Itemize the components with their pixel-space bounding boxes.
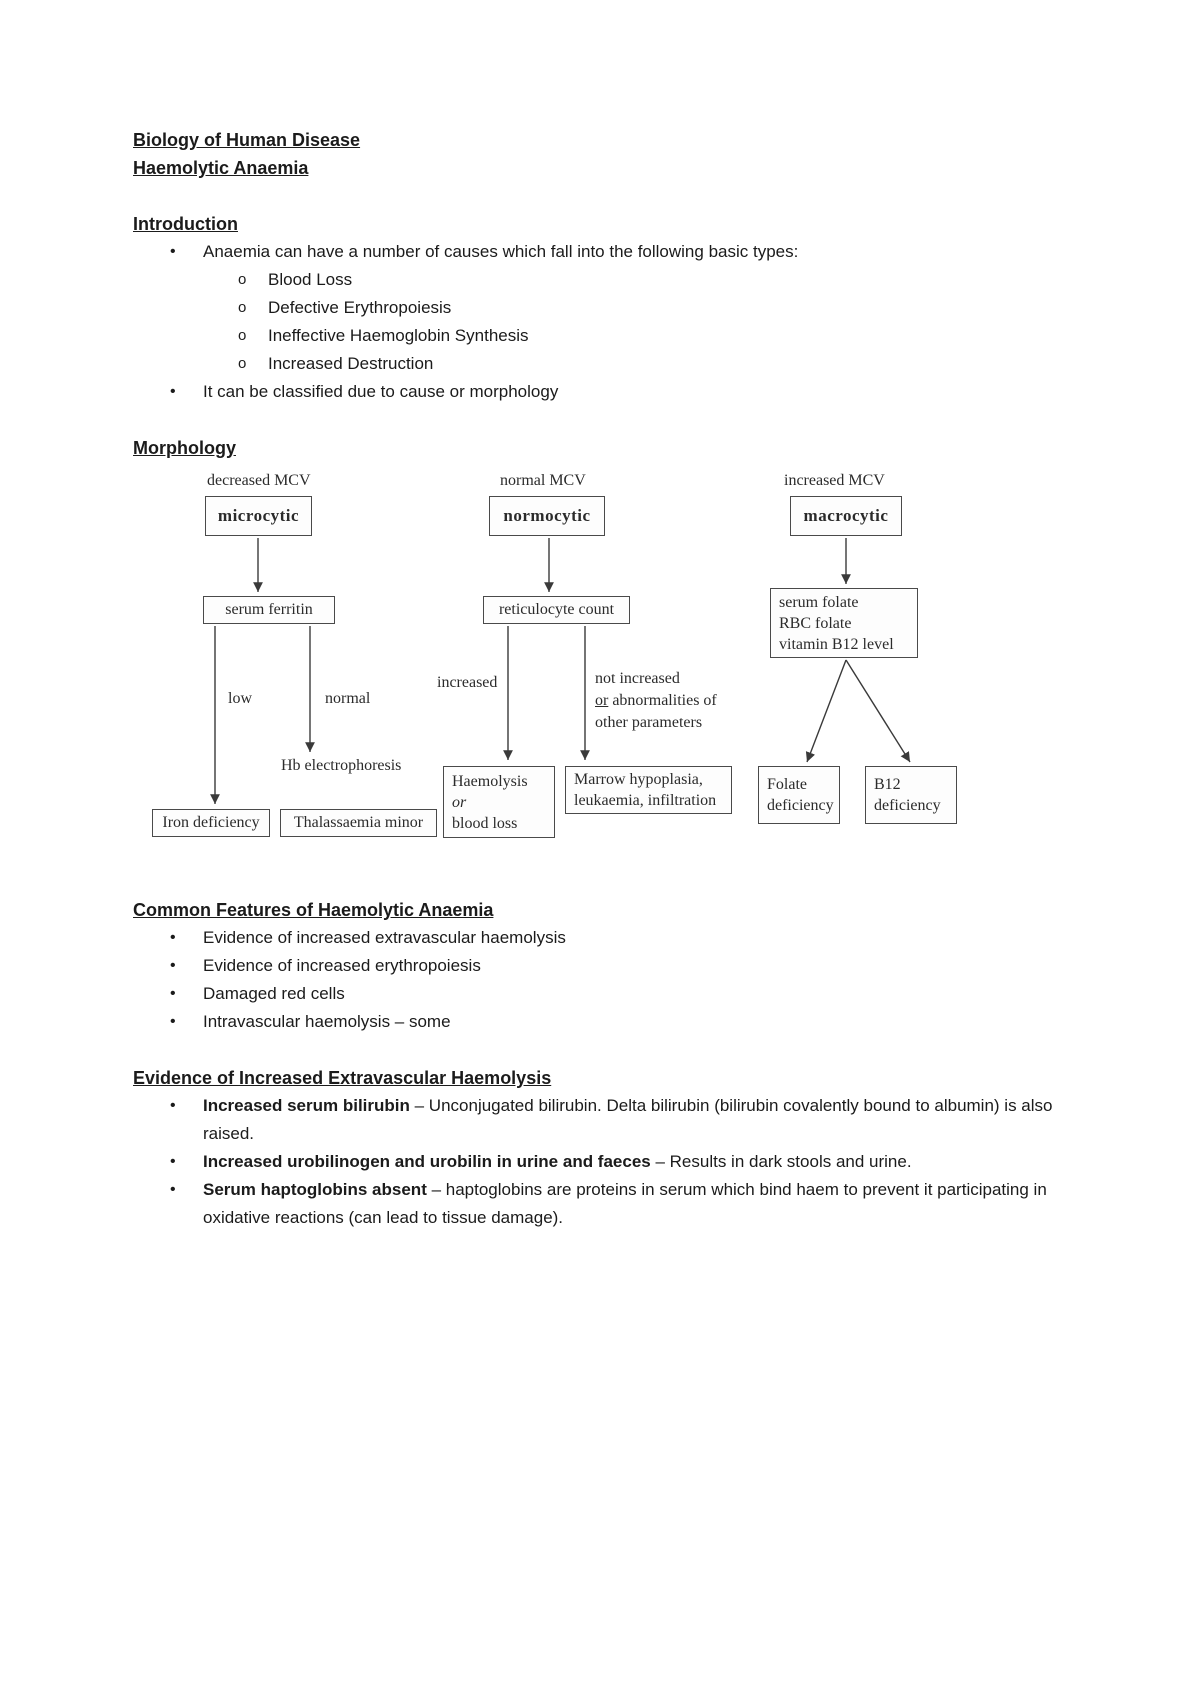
list-item-text: Intravascular haemolysis – some xyxy=(203,1012,451,1031)
diagram-label-line-rest: abnormalities of xyxy=(612,692,717,709)
list-item: • Anaemia can have a number of causes wh… xyxy=(133,238,1060,266)
bullet-icon: • xyxy=(170,383,176,400)
diagram-label-line: not increased xyxy=(595,670,680,687)
list-item-rest: – Unconjugated bilirubin. Delta bilirubi… xyxy=(203,1096,1053,1143)
morphology-flowchart: decreased MCV microcytic serum ferritin … xyxy=(133,466,1060,868)
diagram-box-b12-deficiency: B12 deficiency xyxy=(865,766,957,824)
circle-bullet-icon: o xyxy=(238,271,247,288)
underlined-or: or xyxy=(595,692,609,709)
list-item: • Evidence of increased extravascular ha… xyxy=(133,924,1060,952)
arrow-to-b12-deficiency xyxy=(845,659,911,763)
list-item-text: Anaemia can have a number of causes whic… xyxy=(203,242,799,261)
list-item-text: Defective Erythropoiesis xyxy=(268,298,452,317)
diagram-label-hb-electrophoresis: Hb electrophoresis xyxy=(281,757,402,774)
bullet-icon: • xyxy=(170,985,176,1002)
diagram-box-line: Marrow hypoplasia, xyxy=(574,771,703,788)
bullet-icon: • xyxy=(170,957,176,974)
circle-bullet-icon: o xyxy=(238,299,247,316)
diagram-box-line: or xyxy=(452,793,467,811)
list-item-text: Evidence of increased extravascular haem… xyxy=(203,928,566,947)
list-item-text: It can be classified due to cause or mor… xyxy=(203,382,559,401)
bullet-icon: • xyxy=(170,1181,176,1198)
list-item-rest: – Results in dark stools and urine. xyxy=(650,1152,912,1171)
diagram-box-reticulocyte-count: reticulocyte count xyxy=(483,596,630,624)
list-item: o Ineffective Haemoglobin Synthesis xyxy=(133,322,1060,350)
bullet-icon: • xyxy=(170,243,176,260)
diagram-box-line: B12 xyxy=(874,776,901,793)
doc-title: Biology of Human Disease xyxy=(133,130,361,150)
diagram-box-folate-deficiency: Folate deficiency xyxy=(758,766,840,824)
diagram-box-marrow-hypoplasia: Marrow hypoplasia, leukaemia, infiltrati… xyxy=(565,766,732,814)
diagram-box-line: deficiency xyxy=(767,797,834,814)
diagram-label-normal-mcv: normal MCV xyxy=(500,472,586,489)
diagram-label-not-increased: not increased or abnormalities of other … xyxy=(595,668,755,734)
list-item-text: Ineffective Haemoglobin Synthesis xyxy=(268,326,529,345)
list-item: • Evidence of increased erythropoiesis xyxy=(133,952,1060,980)
section-heading-morphology: Morphology xyxy=(133,438,236,458)
diagram-box-line: RBC folate xyxy=(779,614,852,632)
list-item: • Serum haptoglobins absent – haptoglobi… xyxy=(133,1176,1060,1232)
doc-subtitle: Haemolytic Anaemia xyxy=(133,158,309,178)
list-item: o Increased Destruction xyxy=(133,350,1060,378)
list-item: • It can be classified due to cause or m… xyxy=(133,378,1060,406)
list-item-text: Damaged red cells xyxy=(203,984,345,1003)
list-item-text: Serum haptoglobins absent – haptoglobins… xyxy=(203,1176,1060,1232)
diagram-box-line: serum folate xyxy=(779,593,859,611)
list-item-rest: – haptoglobins are proteins in serum whi… xyxy=(203,1180,1047,1227)
section-heading-common-features: Common Features of Haemolytic Anaemia xyxy=(133,900,494,920)
arrow-to-folate-deficiency xyxy=(805,659,847,763)
section-heading-evidence: Evidence of Increased Extravascular Haem… xyxy=(133,1068,552,1088)
bullet-icon: • xyxy=(170,1097,176,1114)
bullet-icon: • xyxy=(170,1013,176,1030)
diagram-box-line: vitamin B12 level xyxy=(779,635,894,653)
diagram-box-normocytic: normocytic xyxy=(489,496,605,536)
diagram-label-normal: normal xyxy=(325,690,371,707)
list-item: o Defective Erythropoiesis xyxy=(133,294,1060,322)
list-item: • Damaged red cells xyxy=(133,980,1060,1008)
list-item-text: Increased urobilinogen and urobilin in u… xyxy=(203,1148,1060,1176)
diagram-box-iron-deficiency: Iron deficiency xyxy=(152,809,270,837)
diagram-label-increased: increased xyxy=(437,674,498,691)
list-item-text: Blood Loss xyxy=(268,270,353,289)
list-item: • Intravascular haemolysis – some xyxy=(133,1008,1060,1036)
list-item-text: Evidence of increased erythropoiesis xyxy=(203,956,481,975)
circle-bullet-icon: o xyxy=(238,327,247,344)
diagram-box-line: Folate xyxy=(767,776,807,793)
diagram-box-line: Haemolysis xyxy=(452,772,528,790)
circle-bullet-icon: o xyxy=(238,355,247,372)
list-item-text: Increased serum bilirubin – Unconjugated… xyxy=(203,1092,1060,1148)
bullet-icon: • xyxy=(170,1153,176,1170)
diagram-label-increased-mcv: increased MCV xyxy=(784,472,885,489)
list-item-lead: Increased urobilinogen and urobilin in u… xyxy=(203,1152,651,1171)
list-item-text: Increased Destruction xyxy=(268,354,434,373)
diagram-box-line: leukaemia, infiltration xyxy=(574,792,717,809)
diagram-box-haemolysis-or-blood-loss: Haemolysis or blood loss xyxy=(443,766,555,838)
diagram-box-thalassaemia-minor: Thalassaemia minor xyxy=(280,809,437,837)
diagram-box-line: deficiency xyxy=(874,797,941,814)
diagram-box-folate-b12-levels: serum folate RBC folate vitamin B12 leve… xyxy=(770,588,918,658)
diagram-box-microcytic: microcytic xyxy=(205,496,312,536)
diagram-label-low: low xyxy=(228,690,252,707)
bullet-icon: • xyxy=(170,929,176,946)
diagram-box-macrocytic: macrocytic xyxy=(790,496,902,536)
diagram-box-serum-ferritin: serum ferritin xyxy=(203,596,335,624)
list-item: • Increased urobilinogen and urobilin in… xyxy=(133,1148,1060,1176)
section-heading-introduction: Introduction xyxy=(133,214,238,234)
list-item: o Blood Loss xyxy=(133,266,1060,294)
list-item-lead: Increased serum bilirubin xyxy=(203,1096,410,1115)
list-item-lead: Serum haptoglobins absent xyxy=(203,1180,427,1199)
flowchart-arrows xyxy=(210,538,911,804)
diagram-box-line: blood loss xyxy=(452,814,518,832)
diagram-label-decreased-mcv: decreased MCV xyxy=(207,472,311,489)
diagram-label-line: other parameters xyxy=(595,714,703,731)
diagram-label-line: or abnormalities of xyxy=(595,690,755,712)
list-item: • Increased serum bilirubin – Unconjugat… xyxy=(133,1092,1060,1148)
